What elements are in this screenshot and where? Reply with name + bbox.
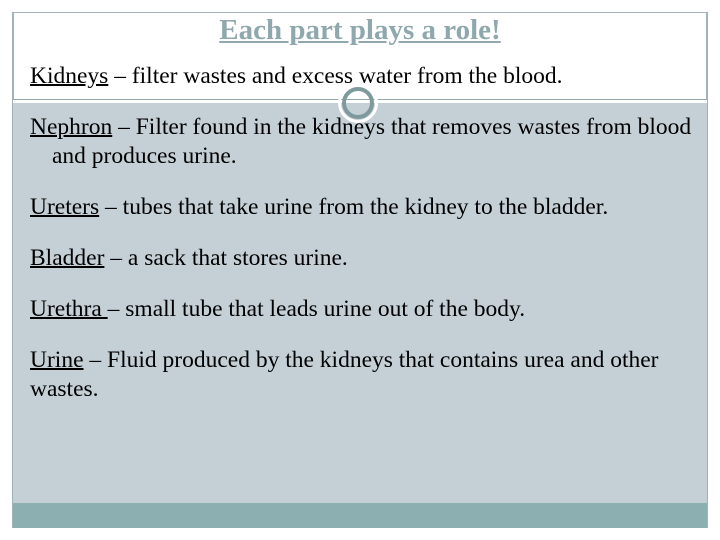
definition-item-urine: Urine – Fluid produced by the kidneys th…: [30, 346, 702, 404]
definition-kidneys: – filter wastes and excess water from th…: [108, 63, 563, 89]
definition-item-nephron: Nephron – Filter found in the kidneys th…: [30, 113, 702, 171]
page-title: Each part plays a role!: [219, 14, 501, 46]
term-ureters: Ureters: [30, 194, 100, 220]
term-kidneys: Kidneys: [30, 63, 109, 89]
body-panel: [13, 103, 707, 503]
term-bladder: Bladder: [30, 245, 105, 271]
definition-item-kidneys: Kidneys – filter wastes and excess water…: [30, 62, 702, 91]
definition-item-urethra: Urethra – small tube that leads urine ou…: [30, 295, 702, 324]
circle-ring-decoration: [342, 87, 374, 119]
ring-halo-decoration: [338, 83, 378, 123]
definition-bladder: – a sack that stores urine.: [104, 245, 348, 271]
frame-left-line: [12, 12, 13, 528]
frame-right-line: [707, 12, 708, 528]
definition-urine: – Fluid produced by the kidneys that con…: [30, 347, 659, 402]
definition-ureters: – tubes that take urine from the kidney …: [99, 194, 609, 220]
term-urethra: Urethra: [30, 296, 108, 322]
content-body: Kidneys – filter wastes and excess water…: [30, 62, 702, 404]
accent-bar: [13, 503, 707, 528]
term-urine: Urine: [30, 347, 84, 373]
definition-nephron: – Filter found in the kidneys that remov…: [52, 114, 692, 169]
term-nephron: Nephron: [30, 114, 113, 140]
definition-item-ureters: Ureters – tubes that take urine from the…: [30, 193, 702, 222]
definition-item-bladder: Bladder – a sack that stores urine.: [30, 244, 702, 273]
definition-urethra: – small tube that leads urine out of the…: [107, 296, 526, 322]
